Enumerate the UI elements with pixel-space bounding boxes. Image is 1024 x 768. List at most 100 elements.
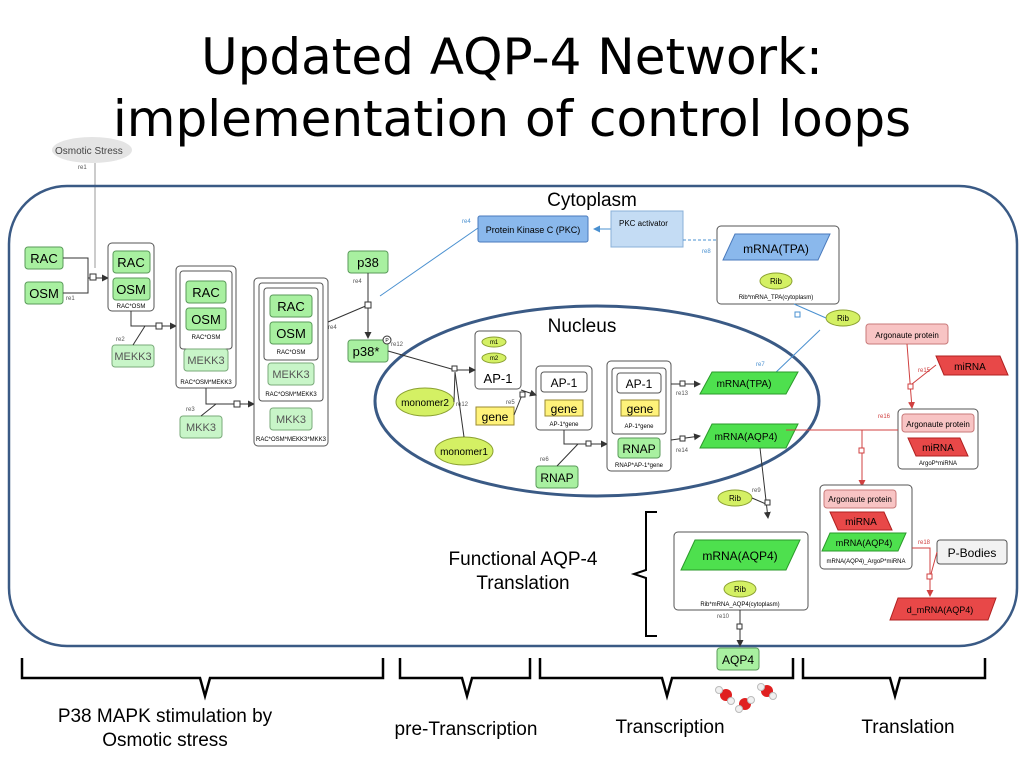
- rnap-to-re6-edge: [556, 443, 579, 467]
- rnap-ap1-gene-complex: AP-1 gene AP-1*gene RNAP RNAP*AP-1*gene: [606, 360, 672, 472]
- stage-label-transcription: Transcription: [615, 717, 725, 738]
- nucleus-label: Nucleus: [548, 316, 617, 337]
- silencing-to-degradation-edge: [912, 547, 934, 597]
- re12-label-top: re12: [391, 342, 404, 348]
- d-mrna-aqp4-label: d_mRNA(AQP4): [907, 605, 974, 615]
- ap1-gene-complex: AP-1 gene AP-1*gene: [535, 365, 593, 431]
- re16-node: [858, 447, 865, 454]
- re18-node: [926, 573, 933, 580]
- mirna-node: [935, 355, 1009, 376]
- re10-label: re10: [717, 614, 730, 620]
- rac-osm-mekk3-complex: RAC OSM RAC*OSM MEKK3 RAC*OSM*MEKK3: [175, 265, 237, 389]
- re8-label: re8: [702, 249, 711, 255]
- mrna-tpa-to-translation-edge: [771, 329, 821, 377]
- svg-text:MEKK3: MEKK3: [114, 351, 151, 363]
- re1-node: [89, 273, 97, 281]
- p38-phosphorylated-node: p38* P: [347, 335, 392, 363]
- re9-label: re9: [752, 488, 761, 494]
- functional-translation-annotation: Functional AQP-4 Translation: [418, 548, 628, 596]
- slide-title: Updated AQP-4 Network: implementation of…: [0, 26, 1024, 150]
- stage-bracket-p38: [20, 658, 385, 701]
- cytoplasm-compartment: [7, 184, 1019, 648]
- svg-text:OSM: OSM: [116, 282, 146, 297]
- pkc-activator-node: PKC activator: [610, 210, 684, 248]
- re6-label: re6: [540, 457, 549, 463]
- svg-text:RNAP*AP-1*gene: RNAP*AP-1*gene: [615, 463, 664, 469]
- svg-text:p38: p38: [357, 255, 379, 270]
- svg-text:RAC*OSM: RAC*OSM: [192, 335, 221, 341]
- mkk3-complex-catalysis-edge: [327, 304, 369, 323]
- re2-node: [155, 322, 163, 330]
- rac-osm-mekk3-mkk3-complex: RAC OSM RAC*OSM MEKK3 RAC*OSM*MEKK3 MKK3…: [253, 277, 329, 447]
- rib-label-top: Rib: [837, 314, 850, 323]
- cytoplasm-label: Cytoplasm: [547, 190, 637, 211]
- monomer2-to-re12-edge: [453, 371, 456, 403]
- pkc-re4-label: re4: [462, 219, 471, 225]
- svg-text:PKC activator: PKC activator: [619, 219, 668, 228]
- rac-node: RAC: [24, 246, 64, 270]
- svg-text:Protein Kinase C (PKC): Protein Kinase C (PKC): [486, 225, 581, 235]
- stage-bracket-translation: [801, 658, 987, 701]
- rac-osm-complex: RAC OSM RAC*OSM: [107, 242, 155, 312]
- svg-text:RNAP: RNAP: [622, 442, 655, 456]
- pkc-node: Protein Kinase C (PKC): [477, 215, 589, 243]
- svg-text:OSM: OSM: [29, 286, 59, 301]
- svg-text:gene: gene: [551, 402, 578, 416]
- pkc-to-p38-edge: [379, 227, 479, 297]
- stage-label-pretranscription: pre-Transcription: [394, 719, 538, 740]
- svg-text:Rib*mRNA_AQP4(cytoplasm): Rib*mRNA_AQP4(cytoplasm): [700, 602, 779, 608]
- mrna-tpa-nuclear-node: [699, 371, 799, 395]
- re13-label: re13: [676, 391, 689, 397]
- functional-translation-bracket: [630, 511, 657, 637]
- svg-text:AP-1*gene: AP-1*gene: [624, 424, 654, 430]
- svg-text:MKK3: MKK3: [276, 414, 306, 426]
- svg-text:Rib*mRNA_TPA(cytoplasm): Rib*mRNA_TPA(cytoplasm): [739, 295, 814, 301]
- monomer2-label: monomer2: [401, 398, 449, 409]
- complex2-to-complex3-edge: [205, 388, 255, 408]
- svg-text:miRNA: miRNA: [845, 517, 877, 528]
- mrna-aqp4-nuclear-label: mRNA(AQP4): [715, 432, 778, 443]
- mrna-aqp4-argo-mirna-complex: Argonaute protein miRNA mRNA(AQP4) mRNA(…: [819, 484, 913, 570]
- ap1-to-apgene-edge: [520, 389, 537, 397]
- gene-node: gene: [475, 406, 515, 426]
- svg-text:P: P: [385, 338, 389, 344]
- svg-text:Rib: Rib: [770, 277, 783, 286]
- mekk3-node: MEKK3: [111, 344, 155, 368]
- re7-label: re7: [756, 362, 765, 368]
- nucleus-compartment: [373, 304, 821, 498]
- re3-node: [233, 400, 241, 408]
- re-tpa-node: [794, 311, 801, 318]
- svg-text:Argonaute protein: Argonaute protein: [875, 331, 939, 340]
- stage-bracket-transcription: [538, 658, 795, 701]
- complex1-to-complex2-edge: [130, 311, 177, 330]
- pbodies-to-re18-edge: [930, 551, 938, 575]
- svg-text:gene: gene: [482, 410, 509, 424]
- rib-to-tpa-edge: [793, 303, 827, 319]
- functional-translation-line2: Translation: [476, 573, 570, 594]
- svg-text:RAC*OSM: RAC*OSM: [117, 304, 146, 310]
- argonaute-protein-node: Argonaute protein: [865, 323, 949, 345]
- mrna-tpa-nuclear-label: mRNA(TPA): [717, 379, 772, 390]
- re5-label: re5: [506, 400, 515, 406]
- svg-text:Argonaute protein: Argonaute protein: [828, 495, 892, 504]
- svg-text:OSM: OSM: [191, 312, 221, 327]
- p38-node: p38: [347, 250, 389, 274]
- re6-node: [585, 440, 592, 447]
- svg-text:p38*: p38*: [353, 344, 380, 359]
- rnap-node: RNAP: [535, 465, 579, 489]
- osmotic-stress-node: [52, 137, 132, 163]
- svg-text:AQP4: AQP4: [722, 653, 754, 667]
- re15-node: [907, 383, 914, 390]
- svg-text:OSM: OSM: [276, 326, 306, 341]
- svg-text:mRNA(AQP4): mRNA(AQP4): [836, 538, 893, 548]
- stage-bracket-pretranscription: [398, 658, 532, 701]
- ap1-dimer-complex: m1 m2 AP-1: [474, 330, 522, 390]
- argo-mirna-complex: Argonaute protein miRNA ArgoP*miRNA: [897, 408, 979, 470]
- svg-text:MKK3: MKK3: [186, 422, 216, 434]
- re1-label: re1: [78, 165, 87, 171]
- re12-node: [451, 365, 458, 372]
- water-molecules-icon: [715, 683, 777, 713]
- svg-text:Rib: Rib: [734, 585, 747, 594]
- re4-label: re4: [353, 279, 362, 285]
- svg-text:Argonaute protein: Argonaute protein: [906, 420, 970, 429]
